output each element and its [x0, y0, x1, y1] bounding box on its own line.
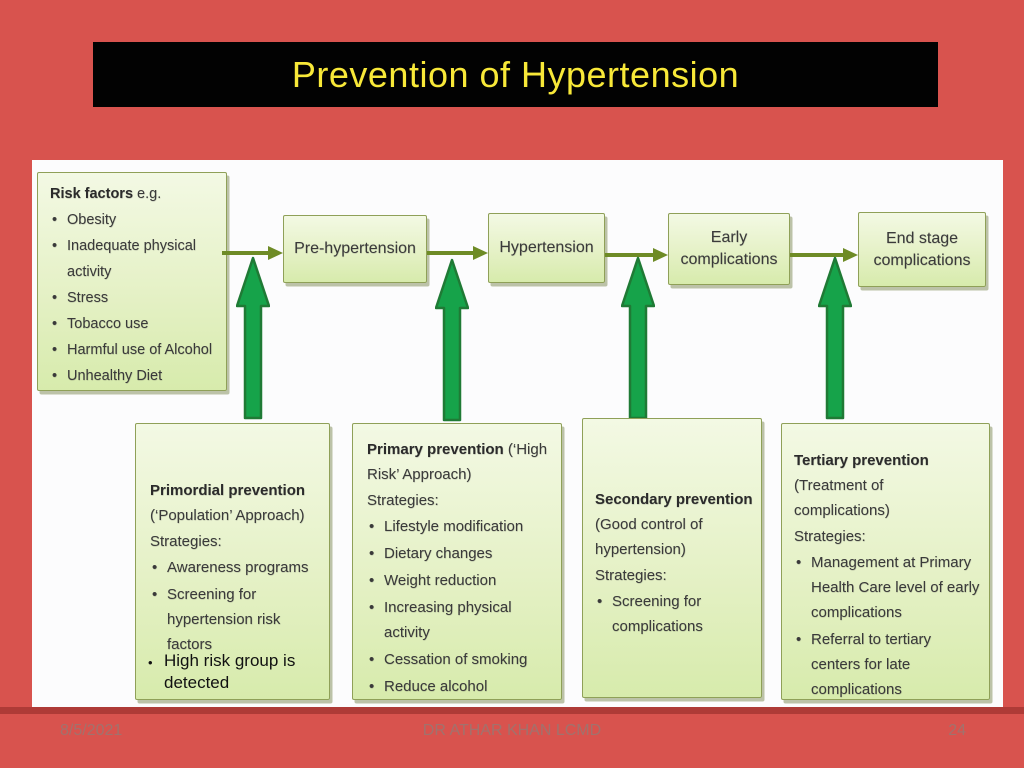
- prevention-title: Primary prevention: [367, 441, 504, 458]
- prevention-title: Secondary prevention: [595, 491, 753, 508]
- stage-box-hypertension: Hypertension: [488, 213, 605, 283]
- primordial-prevention-box: Primordial prevention (‘Population’ Appr…: [135, 423, 330, 700]
- risk-factors-heading-rest: e.g.: [137, 186, 162, 202]
- strategies-list: Management at Primary Health Care level …: [794, 550, 981, 702]
- stage-label: Early complications: [680, 229, 778, 268]
- flow-arrow-icon: [222, 246, 283, 260]
- risk-factor-item: Inadequate physical activity: [50, 233, 222, 285]
- slide-number: 24: [948, 722, 966, 739]
- stage-box-pre-hypertension: Pre-hypertension: [283, 215, 427, 283]
- risk-factor-item: Unhealthy Diet: [50, 363, 222, 389]
- stage-label: Pre-hypertension: [294, 240, 416, 257]
- risk-factor-item: Tobacco use: [50, 311, 222, 337]
- bullet-icon: •: [148, 655, 153, 670]
- strategy-item: Dietary changes: [367, 541, 551, 566]
- prevention-heading: Primordial prevention (‘Population’ Appr…: [150, 478, 317, 528]
- prevention-subtitle: (‘Population’ Approach): [150, 507, 305, 524]
- prevention-heading: Primary prevention (‘High Risk’ Approach…: [367, 437, 551, 487]
- strategies-list: Awareness programs Screening for hyperte…: [150, 555, 317, 657]
- prevention-subtitle: (‘High Risk’ Approach): [367, 441, 548, 483]
- strategy-item: Increasing physical activity: [367, 595, 551, 645]
- risk-factor-item: Harmful use of Alcohol: [50, 337, 222, 363]
- primary-prevention-box: Primary prevention (‘High Risk’ Approach…: [352, 423, 562, 700]
- up-arrow-icon: [621, 256, 655, 420]
- prevention-heading: Secondary prevention (Good control of hy…: [595, 487, 753, 562]
- secondary-prevention-box: Secondary prevention (Good control of hy…: [582, 418, 762, 698]
- diagram-panel: Risk factors e.g. Obesity Inadequate phy…: [32, 160, 1003, 707]
- panel-shadow: [0, 707, 1024, 714]
- flow-arrow-icon: [790, 248, 858, 262]
- footer-credit: DR ATHAR KHAN LCMD: [422, 722, 602, 739]
- risk-factors-box: Risk factors e.g. Obesity Inadequate phy…: [37, 172, 227, 391]
- prevention-heading: Tertiary prevention (Treatment of compli…: [794, 448, 981, 523]
- strategies-list: Screening for complications: [595, 589, 753, 639]
- stage-label: Hypertension: [499, 239, 594, 256]
- strategies-label: Strategies:: [150, 533, 222, 550]
- stage-label: End stage complications: [873, 229, 971, 269]
- strategy-item: Screening for hypertension risk factors: [150, 582, 317, 657]
- risk-factors-list: Obesity Inadequate physical activity Str…: [50, 207, 222, 389]
- strategies-label: Strategies:: [794, 528, 866, 545]
- prevention-title: Primordial prevention: [150, 482, 306, 499]
- strategy-item: Reduce alcohol: [367, 674, 551, 699]
- prevention-subtitle: (Treatment of complications): [794, 477, 890, 519]
- risk-factors-heading: Risk factors e.g.: [50, 181, 222, 207]
- risk-factor-item: Obesity: [50, 207, 222, 233]
- flow-arrow-icon: [427, 246, 488, 260]
- flow-arrow-icon: [605, 248, 668, 262]
- prevention-title: Tertiary prevention: [794, 452, 929, 469]
- footer-date: 8/5/2021: [60, 722, 123, 739]
- risk-factor-item: Stress: [50, 285, 222, 311]
- strategies-label: Strategies:: [595, 567, 667, 584]
- strategies-list: Lifestyle modification Dietary changes W…: [367, 514, 551, 699]
- strategy-item: Management at Primary Health Care level …: [794, 550, 981, 625]
- up-arrow-icon: [236, 256, 270, 420]
- strategy-item: Screening for complications: [595, 589, 753, 639]
- stage-box-early-complications: Early complications: [668, 213, 790, 285]
- up-arrow-icon: [818, 256, 852, 420]
- up-arrow-icon: [435, 258, 469, 422]
- risk-factors-heading-bold: Risk factors: [50, 186, 134, 202]
- strategy-item: Weight reduction: [367, 568, 551, 593]
- tertiary-prevention-box: Tertiary prevention (Treatment of compli…: [781, 423, 990, 700]
- high-risk-annotation: • High risk group is detected: [148, 650, 333, 694]
- prevention-subtitle: (Good control of hypertension): [595, 516, 703, 558]
- stage-box-end-stage-complications: End stage complications: [858, 212, 986, 287]
- title-bar: Prevention of Hypertension: [93, 42, 938, 107]
- strategies-label: Strategies:: [367, 492, 439, 509]
- strategy-item: Referral to tertiary centers for late co…: [794, 627, 981, 702]
- annotation-text: High risk group is detected: [164, 651, 296, 692]
- strategy-item: Awareness programs: [150, 555, 317, 580]
- strategy-item: Lifestyle modification: [367, 514, 551, 539]
- page-title: Prevention of Hypertension: [291, 53, 740, 95]
- strategy-item: Cessation of smoking: [367, 647, 551, 672]
